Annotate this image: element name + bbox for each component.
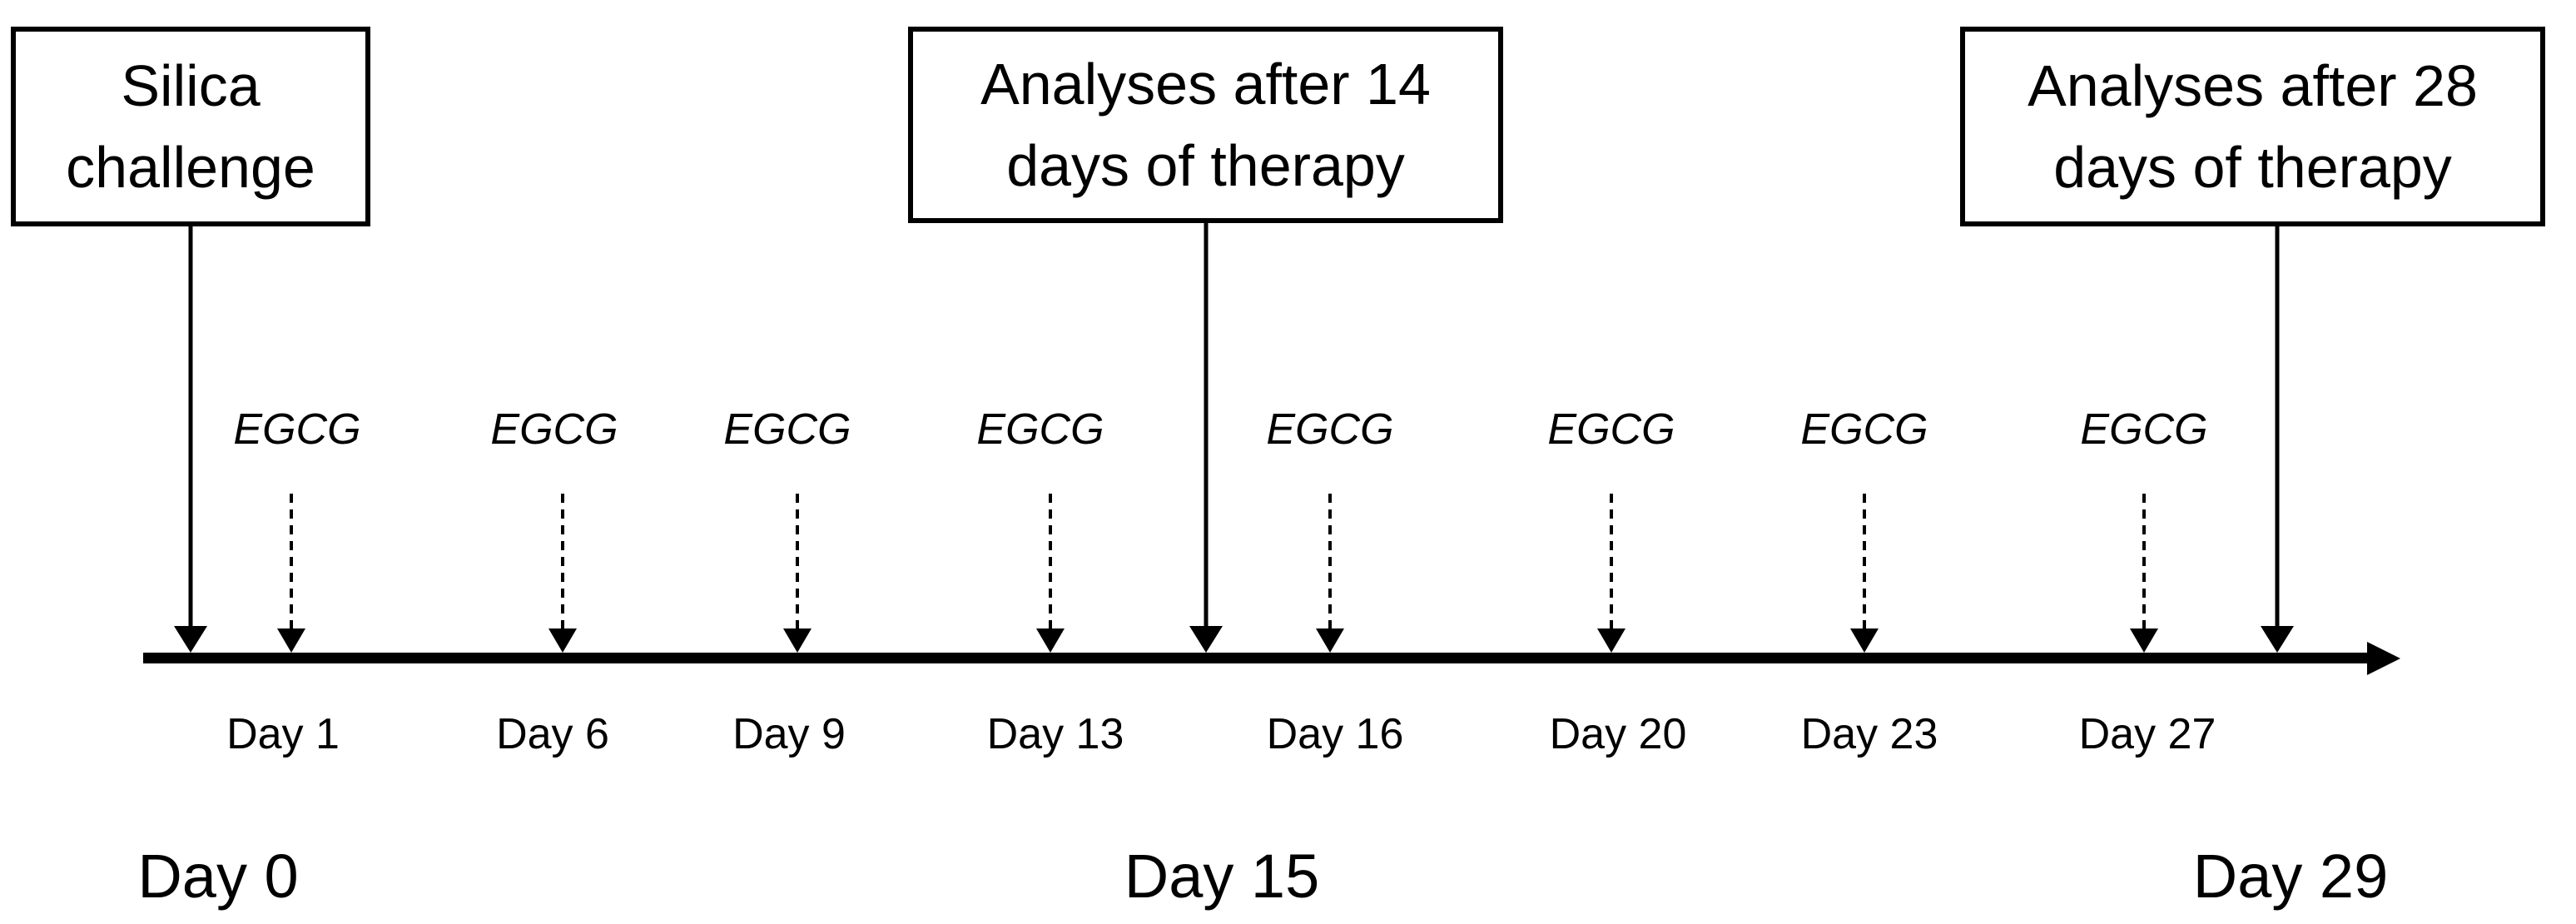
- day-tick-label: Day 27: [2078, 710, 2216, 758]
- analyses-14-days-box: Analyses after 14 days of therapy: [908, 27, 1503, 223]
- egcg-label: EGCG: [2080, 405, 2208, 454]
- day-tick-label: Day 23: [1800, 710, 1938, 758]
- egcg-dashed-arrow-line: [1610, 494, 1613, 628]
- egcg-label: EGCG: [1266, 405, 1394, 454]
- day-tick-label: Day 1: [226, 710, 340, 758]
- egcg-label: EGCG: [1800, 405, 1928, 454]
- analyses-14-arrow-line: [1204, 223, 1209, 628]
- egcg-dashed-arrow-line: [1049, 494, 1052, 628]
- day-tick-label: Day 6: [496, 710, 609, 758]
- analyses-28-arrow-line: [2275, 226, 2280, 628]
- egcg-dashed-arrow-line: [796, 494, 799, 628]
- egcg-label: EGCG: [976, 405, 1104, 454]
- egcg-arrowhead-icon: [2130, 628, 2158, 653]
- day-tick-label: Day 20: [1549, 710, 1687, 758]
- timeline-arrowhead-icon: [2367, 642, 2400, 675]
- egcg-dashed-arrow-line: [1863, 494, 1866, 628]
- milestone-day-29: Day 29: [2192, 842, 2389, 911]
- analyses-28-arrowhead-icon: [2261, 626, 2294, 653]
- milestone-day-0: Day 0: [137, 842, 299, 911]
- day-tick-label: Day 9: [732, 710, 846, 758]
- egcg-dashed-arrow-line: [2142, 494, 2146, 628]
- silica-arrow-line: [188, 226, 193, 628]
- egcg-label: EGCG: [723, 405, 851, 454]
- egcg-arrowhead-icon: [1316, 628, 1344, 653]
- analyses-28-days-box: Analyses after 28 days of therapy: [1960, 27, 2545, 226]
- day-tick-label: Day 16: [1266, 710, 1404, 758]
- egcg-dashed-arrow-line: [290, 494, 293, 628]
- egcg-dashed-arrow-line: [1328, 494, 1332, 628]
- egcg-arrowhead-icon: [277, 628, 305, 653]
- egcg-arrowhead-icon: [783, 628, 812, 653]
- egcg-label: EGCG: [233, 405, 361, 454]
- egcg-dashed-arrow-line: [561, 494, 564, 628]
- egcg-label: EGCG: [1547, 405, 1675, 454]
- egcg-label: EGCG: [490, 405, 618, 454]
- analyses-14-arrowhead-icon: [1189, 626, 1223, 653]
- day-tick-label: Day 13: [986, 710, 1124, 758]
- silica-challenge-box: Silica challenge: [11, 27, 370, 226]
- timeline-axis: [143, 653, 2370, 663]
- egcg-arrowhead-icon: [1597, 628, 1626, 653]
- egcg-arrowhead-icon: [548, 628, 577, 653]
- silica-arrowhead-icon: [174, 626, 207, 653]
- egcg-arrowhead-icon: [1850, 628, 1879, 653]
- egcg-arrowhead-icon: [1036, 628, 1065, 653]
- milestone-day-15: Day 15: [1124, 842, 1320, 911]
